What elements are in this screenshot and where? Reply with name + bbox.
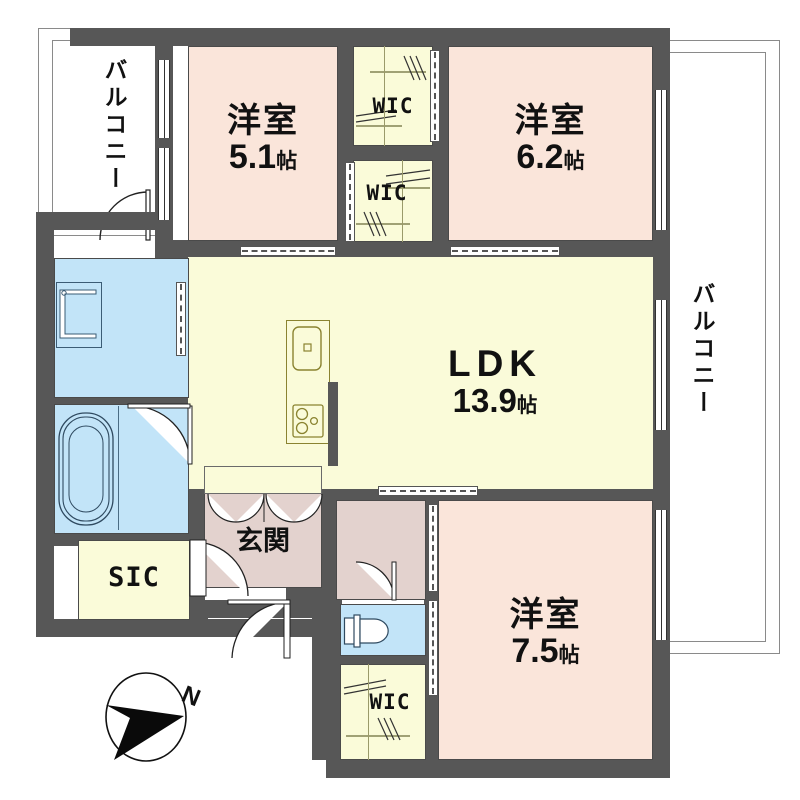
wic-bottom-split (368, 664, 369, 760)
label-bedroom-7-5-size: 7.5帖 (511, 631, 580, 670)
genkan-shoe-cabinet (204, 466, 322, 494)
kitchen-sink-icon (292, 326, 322, 371)
sliding-door-wic-mid-dash (349, 164, 351, 240)
wall-genkan-right (320, 478, 336, 600)
door-bathroom[interactable] (127, 403, 196, 466)
compass-rose (104, 668, 204, 766)
balcony-right-inner (668, 52, 766, 642)
label-ldk-size: 13.9帖 (452, 381, 538, 419)
wic-bottom-rod-lower (346, 716, 412, 742)
wic-top-split (384, 46, 385, 146)
washbasin-icon (56, 282, 102, 348)
label-genkan: 玄関 (204, 526, 322, 557)
label-wic-bottom: WIC (369, 690, 411, 714)
wall-left-balcony-bottom (36, 212, 173, 230)
label-genkan-text: 玄関 (236, 526, 290, 557)
wall-genkan-outer-v (312, 600, 330, 760)
wall-bottom-outer (326, 760, 670, 778)
wall-lower-step-h (190, 600, 330, 618)
label-bedroom-6-2-size: 6.2帖 (516, 137, 585, 176)
room-bedroom-6-2[interactable] (448, 46, 653, 241)
window-ldk-right[interactable] (655, 300, 667, 430)
label-wic-top: WIC (372, 94, 414, 118)
room-bedroom-7-5[interactable] (438, 500, 653, 760)
label-wic-mid: WIC (366, 181, 408, 205)
door-main-entrance[interactable] (227, 599, 294, 660)
wic-top-rod-lower (355, 108, 404, 130)
kitchen-stove-icon (292, 404, 324, 438)
label-bedroom-5-1-size: 5.1帖 (228, 137, 298, 176)
label-bedroom-5-1: 洋室 5.1帖 (188, 101, 338, 176)
label-bedroom-6-2-name: 洋室 (514, 101, 587, 141)
toilet-icon (343, 612, 394, 650)
wic-mid-rod-lower (356, 211, 412, 238)
label-bedroom-5-1-name: 洋室 (227, 101, 299, 141)
bath-divider-line (118, 406, 119, 530)
wic-top-rod-upper (370, 55, 428, 82)
balcony-left-label: バルコニー (100, 58, 126, 193)
sliding-door-bed75-upper-dash (432, 506, 434, 590)
sliding-door-ldk-hall-dash (380, 490, 476, 492)
balcony-left-inner (52, 40, 158, 236)
window-bed51-left-2[interactable] (158, 148, 170, 220)
label-sic: SIC (108, 562, 160, 593)
wall-left-mid (36, 212, 54, 637)
room-bedroom-5-1[interactable] (188, 46, 338, 241)
window-bed51-left[interactable] (158, 60, 170, 138)
room-ldk-kitchen-ext (188, 440, 288, 466)
wic-bottom-rod-upper (343, 674, 388, 698)
sliding-door-bed62-ldk-dash (452, 250, 558, 252)
label-bedroom-7-5: 洋室 7.5帖 (438, 595, 653, 670)
wic-mid-rod-upper (385, 168, 432, 192)
sliding-door-bed51-ldk-dash (242, 250, 334, 252)
wic-mid-split (402, 160, 403, 242)
label-bedroom-6-2: 洋室 6.2帖 (448, 101, 653, 176)
sliding-door-wic-top-dash (434, 52, 436, 140)
label-bedroom-7-5-name: 洋室 (509, 595, 582, 635)
wall-top-outer (70, 28, 670, 46)
label-ldk: LDK 13.9帖 (370, 343, 620, 419)
sliding-door-bed75-lower-dash (432, 602, 434, 694)
kitchen-divider-wall (328, 382, 338, 466)
door-genkan-closet[interactable] (206, 493, 323, 528)
window-bed62-right[interactable] (655, 90, 667, 230)
bathtub-icon (58, 412, 114, 526)
room-sic[interactable] (78, 540, 190, 620)
sliding-door-powder-ldk-dash (180, 284, 182, 354)
room-wic-top[interactable] (353, 46, 433, 146)
door-sic[interactable] (189, 539, 252, 597)
wall-wic-wic (337, 146, 448, 160)
window-bed75-right[interactable] (655, 510, 667, 640)
balcony-right-label: バルコニー (688, 282, 714, 417)
door-toilet[interactable] (352, 560, 398, 602)
wall-toilet-left (326, 600, 342, 760)
label-ldk-name: LDK (447, 343, 543, 384)
